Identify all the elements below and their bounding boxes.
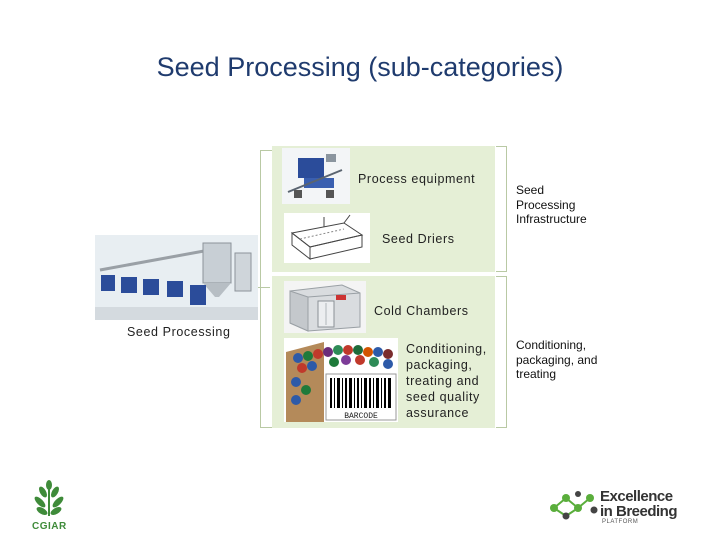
left-bracket-mid bbox=[258, 287, 270, 288]
eib-logo: Excellence in Breeding PLATFORM bbox=[548, 488, 698, 528]
right-bracket-upper-bottom bbox=[496, 271, 506, 272]
right-bracket-upper bbox=[506, 146, 507, 272]
process-equipment-image bbox=[282, 148, 350, 204]
seed-processing-image bbox=[95, 235, 258, 320]
seed-packaging-image: BARCODE bbox=[284, 338, 398, 422]
left-bracket-bottom-tick bbox=[260, 427, 272, 428]
cgiar-logo: CGIAR bbox=[32, 480, 66, 532]
seed-driers-label: Seed Driers bbox=[382, 232, 455, 246]
left-bracket-top bbox=[260, 150, 261, 288]
eib-line3: PLATFORM bbox=[602, 519, 639, 525]
cold-chambers-label: Cold Chambers bbox=[374, 304, 469, 318]
right-bracket-lower-bottom bbox=[496, 427, 506, 428]
page-title: Seed Processing (sub-categories) bbox=[156, 52, 564, 82]
left-bracket-bottom bbox=[260, 288, 261, 428]
conditioning-label: Conditioning, packaging, treating and se… bbox=[406, 342, 487, 420]
eib-line1: Excellence bbox=[600, 488, 673, 505]
cgiar-text: CGIAR bbox=[32, 521, 67, 532]
category-conditioning: Conditioning, packaging, and treating bbox=[516, 338, 598, 381]
seed-processing-caption: Seed Processing bbox=[127, 325, 231, 339]
right-bracket-upper-top bbox=[496, 146, 506, 147]
eib-dots-icon bbox=[550, 491, 598, 520]
eib-line2: in Breeding bbox=[600, 503, 678, 520]
left-bracket-top-tick bbox=[260, 150, 272, 151]
seed-driers-image bbox=[284, 213, 370, 263]
process-equipment-label: Process equipment bbox=[358, 172, 476, 186]
right-bracket-lower-top bbox=[496, 276, 506, 277]
right-bracket-lower bbox=[506, 276, 507, 428]
category-infrastructure: Seed Processing Infrastructure bbox=[516, 183, 587, 226]
cold-chambers-image bbox=[284, 281, 366, 333]
barcode-text: BARCODE bbox=[344, 412, 378, 421]
